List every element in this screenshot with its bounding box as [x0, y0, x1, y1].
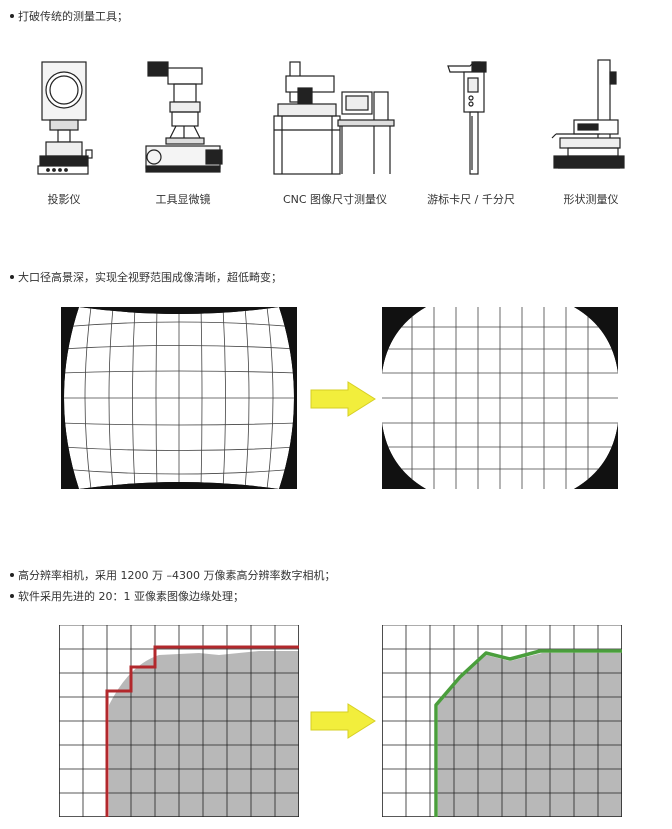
pixel-edge-image — [59, 625, 299, 817]
vernier-caliper-icon — [447, 61, 487, 175]
bullet-text: 大口径高景深，实现全视野范围成像清晰，超低畸变； — [18, 271, 282, 284]
bullet-dot-icon — [10, 14, 14, 18]
bullet-text: 打破传统的测量工具； — [18, 10, 128, 23]
right-arrow-icon — [310, 703, 376, 739]
tool-profile-projector — [36, 58, 96, 178]
tool-microscope — [138, 58, 228, 178]
tool-contour-instrument — [548, 58, 630, 178]
bullet-text: 高分辨率相机，采用 1200 万 –4300 万像素高分辨率数字相机； — [18, 569, 336, 582]
bullet-dot-icon — [10, 594, 14, 598]
tool-label-projector: 投影仪 — [47, 193, 81, 206]
distorted-grid-image — [61, 307, 297, 489]
tool-label-cnc: CNC 图像尺寸测量仪 — [282, 193, 388, 206]
corrected-grid-image — [382, 307, 618, 489]
tool-label-microscope: 工具显微镜 — [155, 193, 211, 206]
bullet-dot-icon — [10, 275, 14, 279]
subpixel-edge-image — [382, 625, 622, 817]
bullet-subpixel-edge: 软件采用先进的 20：1 亚像素图像边缘处理； — [10, 590, 244, 604]
contour-measuring-instrument-icon — [551, 59, 625, 169]
bullet-break-traditional: 打破传统的测量工具； — [10, 10, 128, 24]
tool-microscope-icon — [145, 61, 223, 173]
tool-vernier-caliper — [442, 58, 502, 178]
tool-cnc-vision — [272, 58, 396, 178]
bullet-dot-icon — [10, 573, 14, 577]
bullet-high-res-camera: 高分辨率相机，采用 1200 万 –4300 万像素高分辨率数字相机； — [10, 569, 335, 583]
cnc-vision-measuring-machine-icon — [273, 61, 395, 175]
bullet-depth-of-field: 大口径高景深，实现全视野范围成像清晰，超低畸变； — [10, 271, 282, 285]
right-arrow-icon — [310, 381, 376, 417]
tool-label-contour: 形状测量仪 — [563, 193, 619, 206]
tool-label-caliper: 游标卡尺 / 千分尺 — [427, 193, 515, 206]
profile-projector-icon — [37, 61, 93, 175]
bullet-text: 软件采用先进的 20：1 亚像素图像边缘处理； — [18, 590, 244, 603]
